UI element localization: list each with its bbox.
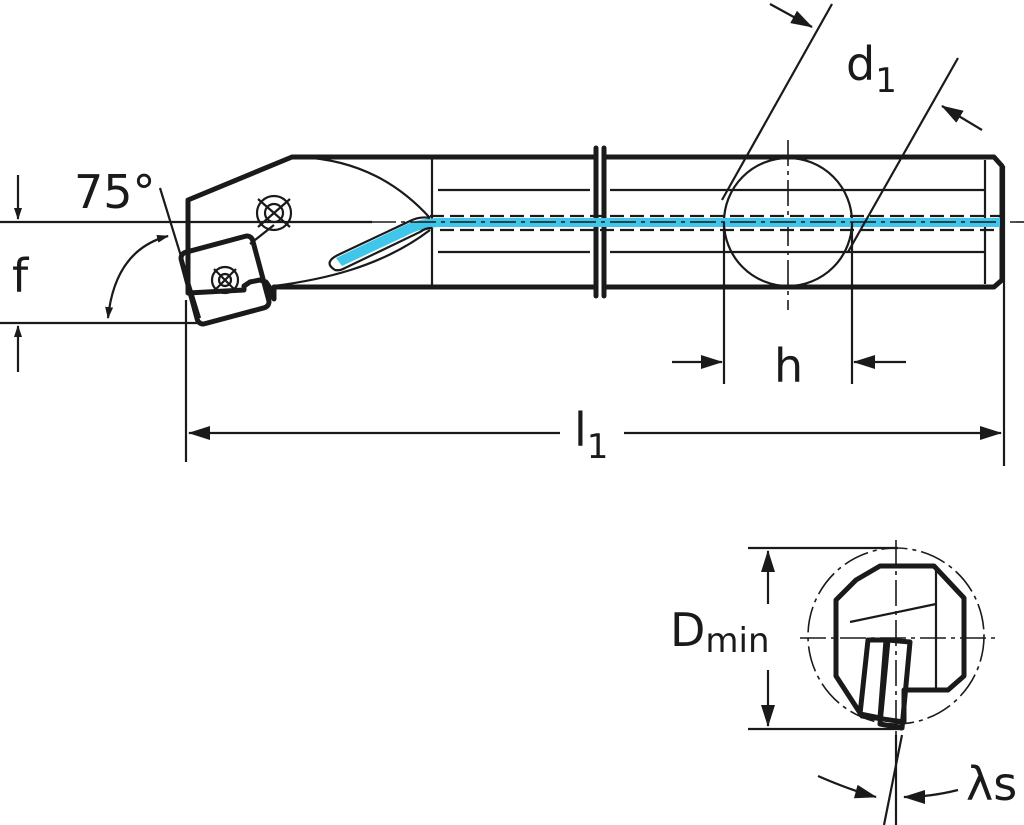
bar-end-profile	[833, 563, 967, 725]
coolant-slot-outline	[328, 216, 433, 272]
end-view: Dmin λs	[670, 540, 1017, 825]
lambda-arc-left	[817, 774, 877, 799]
insert-screw-icon	[210, 265, 240, 295]
end-view-seat	[857, 637, 889, 721]
dmin-label: Dmin	[670, 603, 770, 661]
lambda-inclined-line	[882, 734, 904, 825]
coolant-channel	[336, 218, 1000, 266]
angle-arc	[105, 234, 169, 319]
f-label: f	[12, 249, 30, 303]
angle-leg	[158, 187, 202, 319]
l1-label: l1	[574, 403, 608, 467]
bar-shank-body	[185, 154, 599, 302]
d1-extension-right	[847, 57, 959, 253]
d1-arrow-top	[769, 3, 813, 28]
d1-arrow-bottom	[941, 105, 983, 131]
lambda-s-label: λs	[966, 757, 1017, 811]
d1-label: d1	[846, 37, 897, 101]
h-label: h	[774, 339, 803, 393]
head-lower-curve	[273, 229, 431, 288]
cutting-insert	[178, 233, 272, 327]
side-view: f 75° h d1 l1	[0, 3, 1024, 467]
angle-label: 75°	[74, 165, 156, 219]
end-view-edge	[849, 602, 937, 624]
head-transition-curve	[299, 155, 431, 219]
lambda-arc-right	[903, 788, 959, 804]
crosshair-screw-icon	[249, 194, 293, 245]
d1-extension-left	[721, 3, 833, 201]
